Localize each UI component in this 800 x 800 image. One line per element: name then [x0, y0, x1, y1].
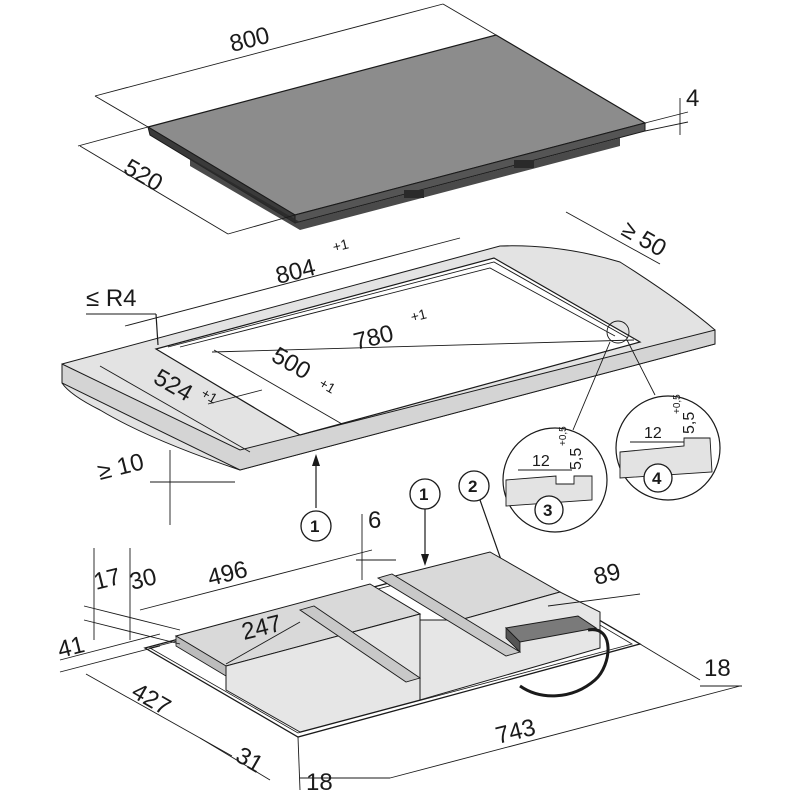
detail-3-depth: 5,5 — [568, 448, 585, 470]
detail-4-badge — [643, 463, 673, 493]
detail-4-number: 4 — [652, 469, 662, 488]
detail-3: 12 5,5 +0,5 3 — [502, 426, 608, 533]
underside-box-main — [225, 613, 421, 733]
detail-4-depth: 5,5 — [681, 412, 698, 434]
dim-underside-743: 743 — [493, 714, 538, 750]
detail-3-number: 3 — [543, 501, 552, 520]
detail-4-section — [619, 437, 713, 479]
cutout-view: 804 +1 ≤ R4 ≥ 50 780 +1 500 +1 524 +1 ≥ … — [61, 211, 716, 525]
dim-underside-427: 427 — [127, 678, 175, 721]
dim-hob-thickness: 4 — [686, 85, 699, 112]
callout-1a-number: 1 — [310, 517, 319, 536]
dim-inner-length-tol: +1 — [409, 305, 429, 324]
dim-cutout-length-tol: +1 — [331, 235, 351, 254]
dim-underside-18-front: 18 — [306, 769, 333, 796]
detail-4: 12 5,5 +0,5 4 — [615, 394, 721, 501]
dim-underside-6: 6 — [368, 507, 381, 534]
dim-cutout-radius: ≤ R4 — [86, 285, 137, 312]
dim-hob-depth: 520 — [119, 154, 167, 197]
detail-3-section — [505, 475, 593, 507]
dim-underside-41: 41 — [55, 631, 87, 664]
hob-foot — [404, 190, 424, 198]
terminal-block-front — [505, 627, 521, 653]
dim-underside-30: 30 — [127, 563, 159, 596]
dim-underside-17: 17 — [91, 563, 123, 596]
detail-3-width: 12 — [532, 453, 550, 470]
dim-inner-depth-tol: +1 — [317, 375, 339, 397]
hob-foot — [514, 160, 534, 168]
dim-underside-496: 496 — [205, 556, 250, 592]
power-cable — [519, 628, 610, 698]
detail-4-tol: +0,5 — [672, 394, 683, 414]
hob-view: 800 520 4 — [77, 3, 699, 235]
dim-underside-18-right: 18 — [704, 655, 731, 682]
dim-underside-31: 31 — [231, 742, 268, 779]
dim-cutout-length: 804 — [273, 254, 318, 290]
worktop-edge — [61, 329, 716, 471]
underside-rail-left — [298, 605, 422, 683]
detail-3-badge — [534, 495, 564, 525]
dim-underside-89: 89 — [591, 558, 623, 591]
detail-4-width: 12 — [644, 425, 662, 442]
dim-cutout-depth-tol: +1 — [199, 385, 221, 407]
dim-hob-width: 800 — [227, 22, 272, 58]
callout-1a: 1 — [300, 454, 332, 542]
callout-1b-number: 1 — [419, 485, 428, 504]
detail-3-tol: +0,5 — [558, 426, 569, 446]
callout-1b: 1 — [409, 478, 441, 566]
underside-view: 17 30 496 6 89 247 41 427 743 18 31 — [55, 507, 742, 796]
callout-2-number: 2 — [468, 477, 477, 496]
dim-front-gap: ≥ 10 — [95, 448, 147, 485]
